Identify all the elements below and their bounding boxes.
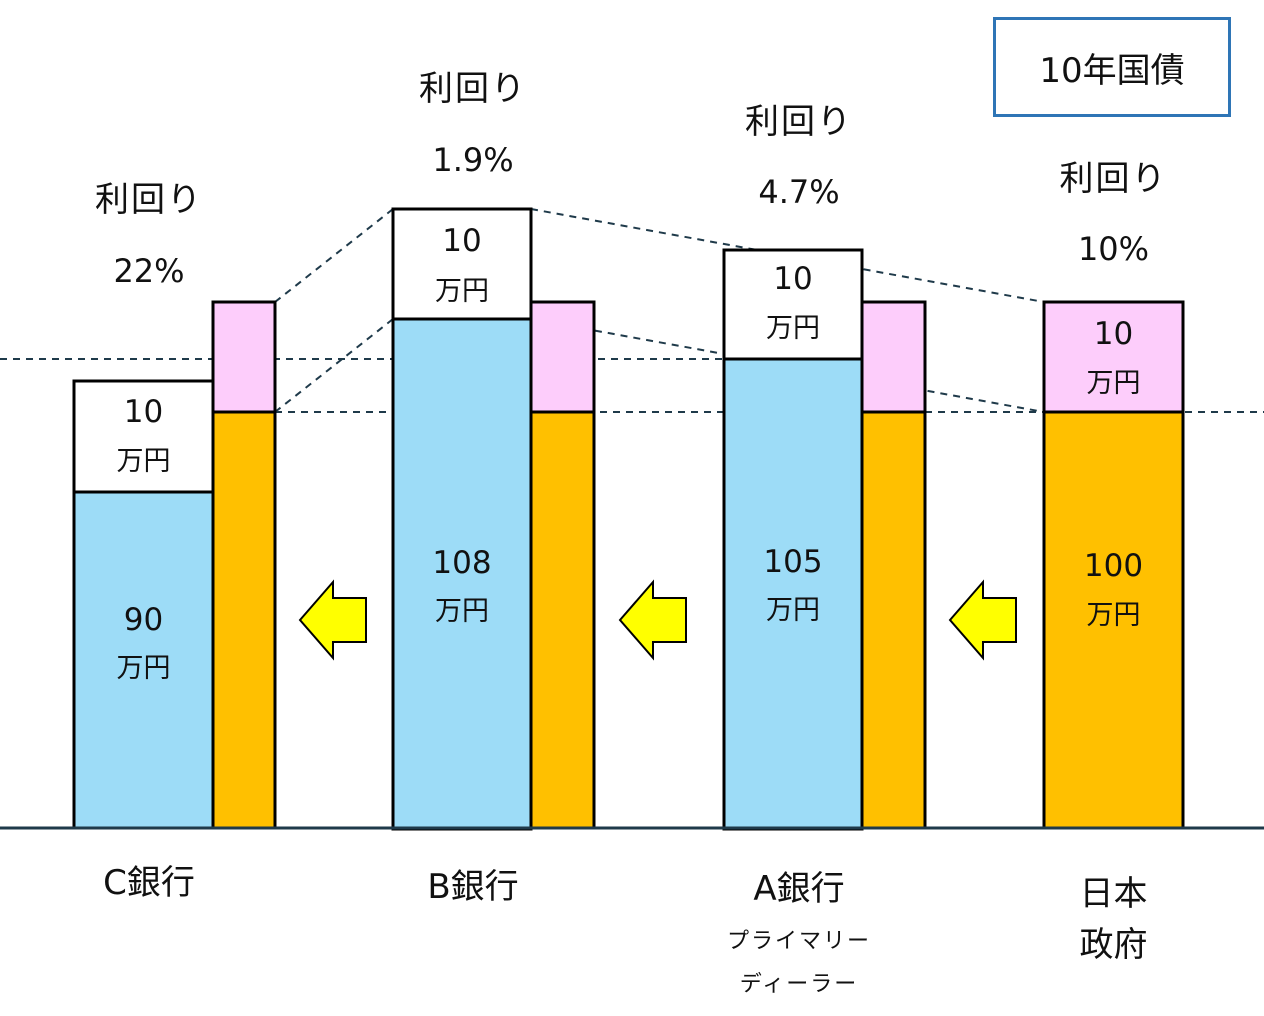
c-coupon-box: [72, 379, 215, 494]
b-yield-label: 利回り: [419, 69, 527, 109]
a-price-bar: [722, 357, 864, 831]
b-bond-bar: [529, 410, 596, 830]
c-interest-bar: [211, 300, 277, 414]
b-bank-name: B銀行: [427, 867, 519, 907]
b-coupon-value: 10: [442, 223, 482, 259]
c-coupon-value: 10: [123, 394, 164, 430]
gov-interest-bar: [1042, 300, 1185, 414]
b-interest-bar: [529, 300, 596, 414]
c-bank-name: C銀行: [103, 863, 195, 903]
a-coupon-unit: 万円: [766, 313, 820, 344]
title-box: 10年国債: [993, 17, 1231, 117]
b-price-value: 108: [432, 545, 492, 581]
a-bank-role-line1: プライマリー: [726, 929, 871, 954]
c-yield-label: 利回り: [95, 180, 203, 220]
gov-yield-value: 10%: [1077, 230, 1150, 268]
left-arrow-icon: [618, 579, 687, 661]
guide-line: [274, 208, 394, 303]
c-coupon-unit: 万円: [116, 446, 171, 477]
guide-line: [274, 318, 394, 413]
gov-interest-unit: 万円: [1086, 368, 1141, 399]
b-yield-value: 1.9%: [432, 141, 514, 179]
a-bank-name: A銀行: [753, 869, 845, 909]
b-price-bar: [391, 317, 533, 831]
a-interest-bar: [860, 300, 927, 414]
gov-interest-value: 10: [1093, 316, 1134, 352]
a-price-value: 105: [763, 544, 823, 580]
c-bond-bar: [211, 410, 277, 830]
gov-face-unit: 万円: [1086, 600, 1141, 631]
left-arrow-icon: [298, 579, 367, 661]
left-arrow-icon: [948, 579, 1017, 661]
a-yield-value: 4.7%: [758, 173, 840, 211]
a-bank-role-line2: ディーラー: [739, 972, 859, 997]
c-price-bar: [72, 490, 215, 830]
c-yield-value: 22%: [113, 252, 185, 290]
b-coupon-box: [391, 207, 533, 321]
a-bond-bar: [860, 410, 927, 830]
a-yield-label: 利回り: [745, 102, 853, 142]
gov-face-value: 100: [1083, 548, 1144, 584]
c-price-value: 90: [123, 602, 164, 638]
b-coupon-unit: 万円: [435, 276, 489, 307]
gov-yield-label: 利回り: [1059, 159, 1168, 199]
c-price-unit: 万円: [116, 653, 171, 684]
a-coupon-value: 10: [773, 261, 813, 297]
gov-issuer-name: 日本 政府: [1079, 874, 1148, 965]
b-price-unit: 万円: [435, 596, 489, 627]
a-price-unit: 万円: [766, 595, 820, 626]
